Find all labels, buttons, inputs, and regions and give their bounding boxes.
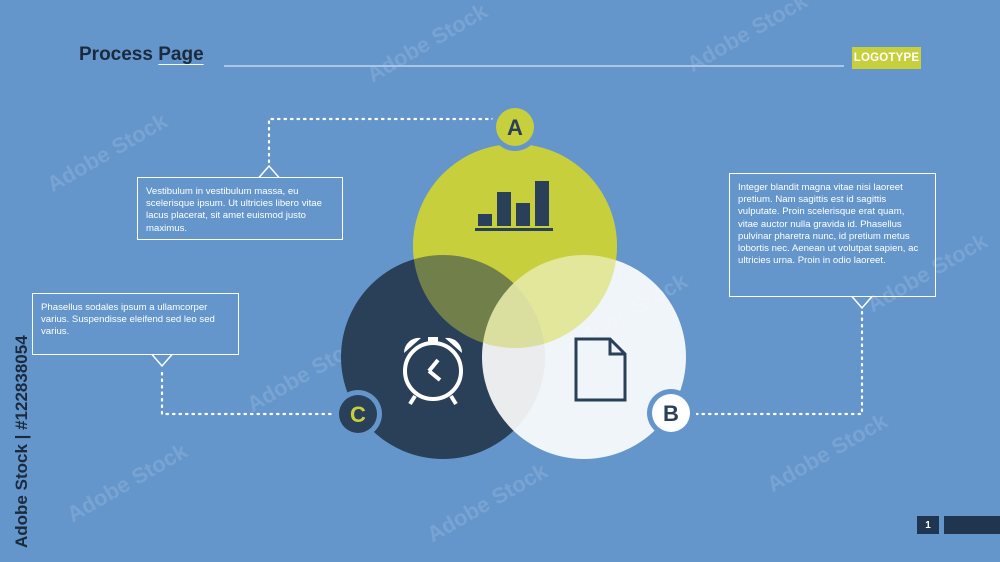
connectors bbox=[160, 117, 864, 416]
circle-a-overlay bbox=[413, 144, 617, 348]
page-bar bbox=[944, 516, 1000, 534]
callout-pointers bbox=[151, 164, 873, 368]
bar-chart-icon bbox=[475, 181, 553, 231]
page-title-word2: Page bbox=[158, 44, 204, 65]
badge-a-label: A bbox=[507, 115, 523, 140]
connector-b bbox=[695, 310, 864, 416]
logotype-badge: LOGOTYPE bbox=[852, 47, 921, 69]
badge-b-label: B bbox=[663, 401, 679, 426]
badge-c-label: C bbox=[350, 402, 366, 427]
connector-c bbox=[160, 371, 335, 416]
document-icon bbox=[574, 337, 627, 402]
callout-a-text: Vestibulum in vestibulum massa, eu scele… bbox=[137, 177, 343, 240]
circle-b bbox=[482, 255, 686, 459]
page-title: Process Page bbox=[79, 44, 204, 66]
callout-c-text: Phasellus sodales ipsum a ullamcorper va… bbox=[32, 293, 239, 355]
page-title-word1: Process bbox=[79, 44, 153, 65]
badge-a bbox=[491, 103, 539, 151]
badge-c bbox=[334, 390, 382, 438]
circle-c bbox=[341, 255, 545, 459]
callout-b-text: Integer blandit magna vitae nisi laoreet… bbox=[729, 173, 936, 297]
connector-a bbox=[267, 117, 496, 164]
stock-credit: Adobe Stock | #122838054 bbox=[12, 335, 31, 548]
header-divider bbox=[224, 65, 844, 67]
page-number: 1 bbox=[917, 516, 939, 534]
badge-b bbox=[647, 389, 695, 437]
alarm-clock-icon bbox=[403, 337, 463, 406]
